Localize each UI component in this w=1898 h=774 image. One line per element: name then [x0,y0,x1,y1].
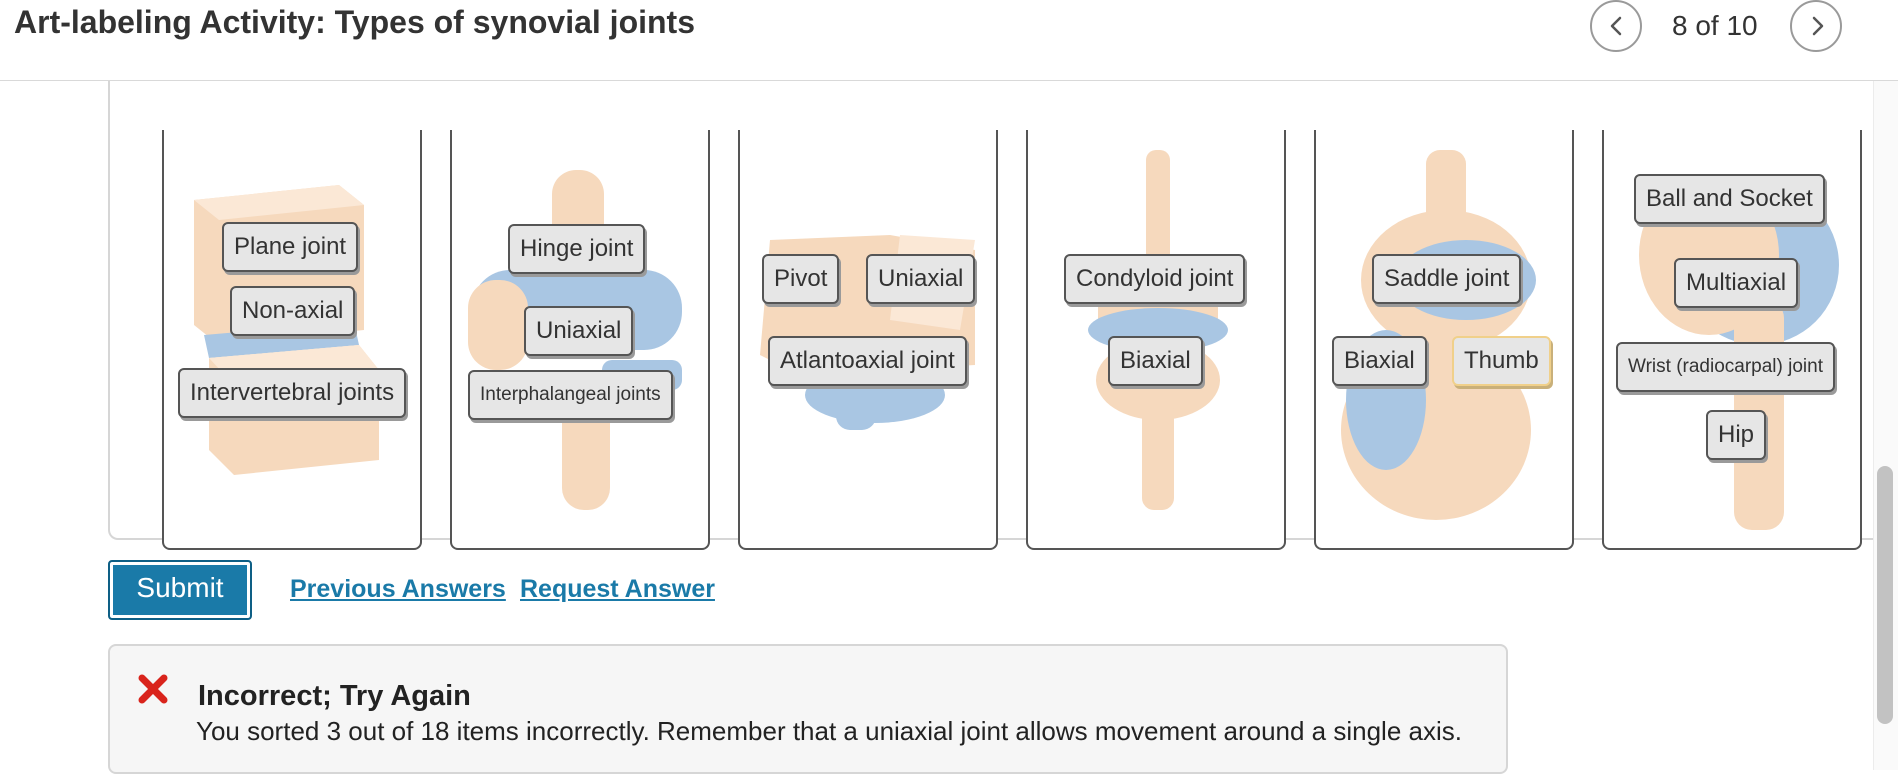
interphalangeal-joints-label[interactable]: Interphalangeal joints [468,370,673,420]
wrist-radiocarpal-joint-label[interactable]: Wrist (radiocarpal) joint [1616,342,1835,392]
joint-panel-hinge[interactable]: Hinge joint Uniaxial Interphalangeal joi… [450,130,710,550]
saddle-joint-label[interactable]: Saddle joint [1372,254,1522,304]
biaxial-label-saddle[interactable]: Biaxial [1332,336,1427,386]
thumb-label[interactable]: Thumb [1452,336,1551,386]
feedback-message: You sorted 3 out of 18 items incorrectly… [196,716,1462,746]
page-indicator: 8 of 10 [1672,10,1758,41]
submit-button[interactable]: Submit [108,560,252,620]
joint-panel-saddle[interactable]: Saddle joint Biaxial Thumb [1314,130,1574,550]
feedback-title: Incorrect; Try Again [198,680,471,712]
plane-joint-label[interactable]: Plane joint [222,222,359,272]
non-axial-label[interactable]: Non-axial [230,286,356,336]
next-item-button[interactable] [1790,0,1842,52]
joint-panel-condyloid[interactable]: Condyloid joint Biaxial [1026,130,1286,550]
header: Art-labeling Activity: Types of synovial… [0,0,1898,81]
scrollbar-thumb[interactable] [1877,466,1893,724]
condyloid-joint-label[interactable]: Condyloid joint [1064,254,1246,304]
joint-panel-plane[interactable]: Plane joint Non-axial Intervertebral joi… [162,130,422,550]
labeling-workarea: Plane joint Non-axial Intervertebral joi… [108,70,1874,550]
request-answer-link[interactable]: Request Answer [520,575,715,603]
intervertebral-joints-label[interactable]: Intervertebral joints [178,368,407,418]
hinge-joint-label[interactable]: Hinge joint [508,224,646,274]
chevron-left-icon [1610,16,1622,36]
previous-item-button[interactable] [1590,0,1642,52]
plane-joint-illustration [194,185,379,475]
joint-panel-ball-and-socket[interactable]: Ball and Socket Multiaxial Wrist (radioc… [1602,130,1862,550]
page-title: Art-labeling Activity: Types of synovial… [14,4,695,40]
biaxial-label-condyloid[interactable]: Biaxial [1108,336,1203,386]
uniaxial-label-pivot[interactable]: Uniaxial [866,254,976,304]
feedback-box: Incorrect; Try Again You sorted 3 out of… [108,644,1508,774]
joint-panel-pivot[interactable]: Pivot Uniaxial Atlantoaxial joint [738,130,998,550]
ball-and-socket-label[interactable]: Ball and Socket [1634,174,1825,224]
hip-label[interactable]: Hip [1706,410,1767,460]
previous-answers-link[interactable]: Previous Answers [290,575,506,603]
multiaxial-label[interactable]: Multiaxial [1674,258,1799,308]
chevron-right-icon [1812,16,1824,36]
pivot-label[interactable]: Pivot [762,254,840,304]
error-x-icon [138,674,168,704]
uniaxial-label-hinge[interactable]: Uniaxial [524,306,634,356]
atlantoaxial-joint-label[interactable]: Atlantoaxial joint [768,336,967,386]
